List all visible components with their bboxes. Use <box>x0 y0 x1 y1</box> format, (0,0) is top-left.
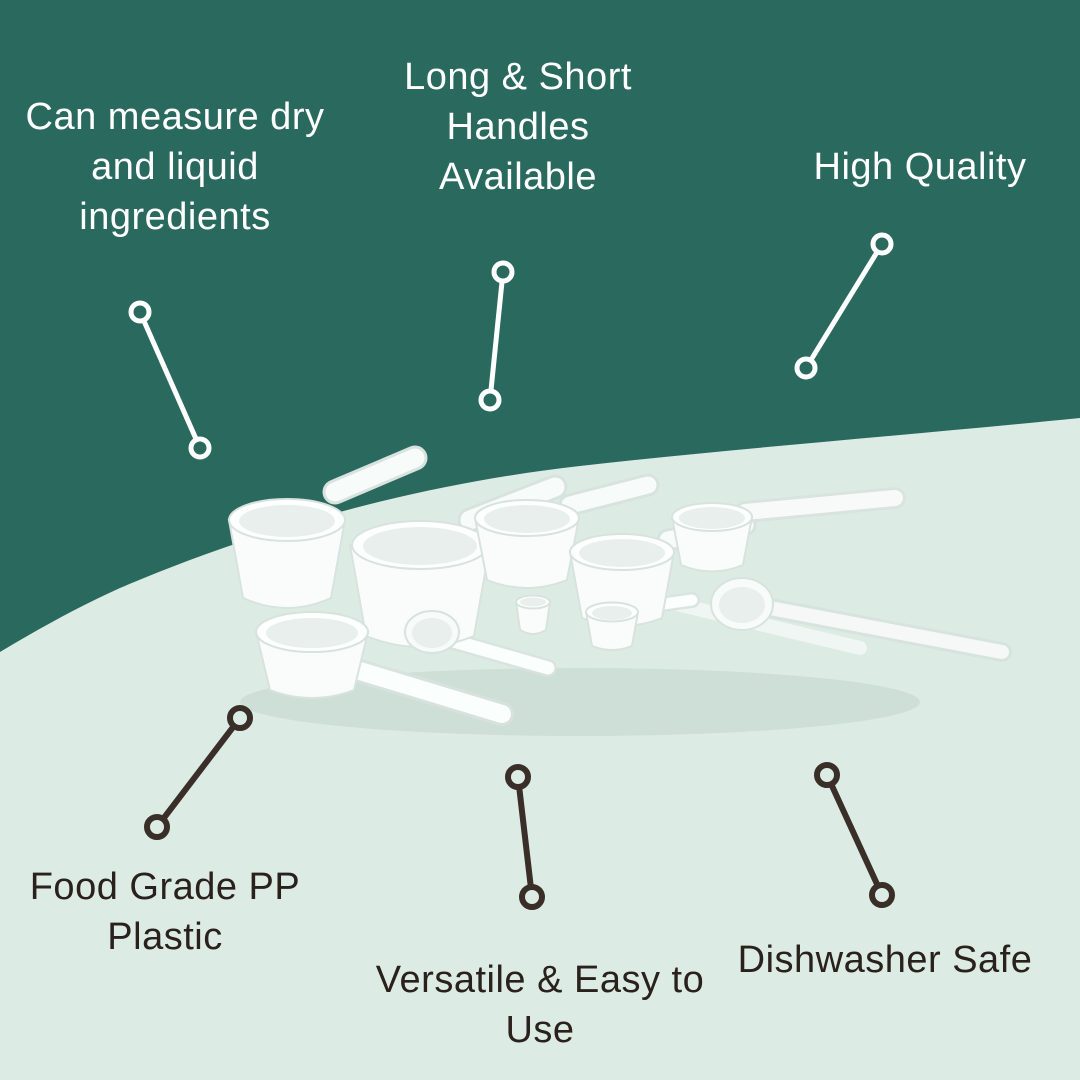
connector-handles <box>478 260 515 412</box>
callout-label-dishwasher: Dishwasher Safe <box>737 939 1033 981</box>
connector-measure <box>128 300 212 460</box>
teal-wave-shape <box>0 0 1080 652</box>
connector-material <box>144 705 253 840</box>
connector-quality <box>794 232 894 380</box>
callout-label-quality: High Quality <box>813 146 1027 188</box>
connector-dishwasher <box>814 762 895 908</box>
callout-label-measure: Can measure dry and liquid ingredients <box>25 96 325 239</box>
large-scoops <box>227 498 754 648</box>
connector-versatile <box>505 764 545 910</box>
callout-label-handles: Long & Short Handles Available <box>404 56 632 199</box>
callout-label-material: Food Grade PP Plastic <box>29 866 301 959</box>
callout-label-versatile: Versatile & Easy to Use <box>375 959 705 1052</box>
small-scoops <box>254 577 774 699</box>
